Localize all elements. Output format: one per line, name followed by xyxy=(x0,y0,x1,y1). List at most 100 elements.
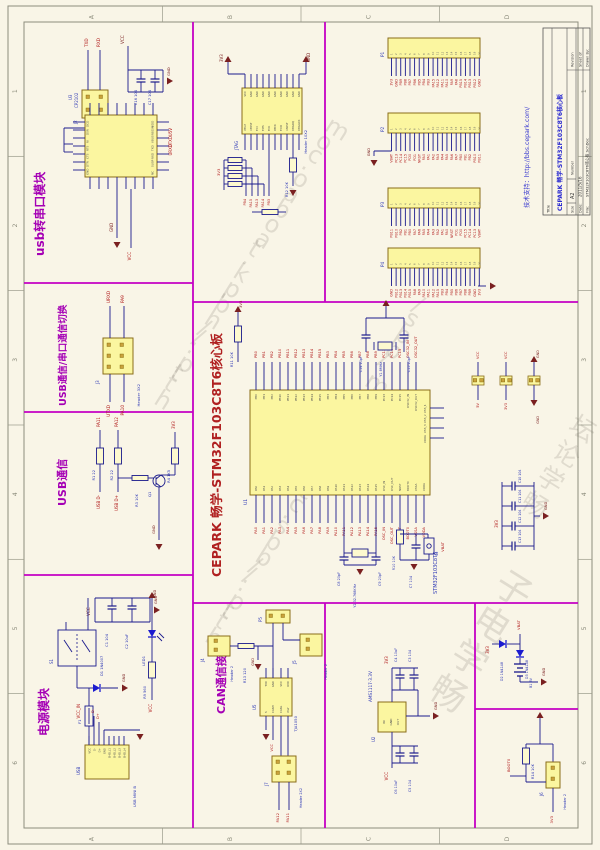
pin-number: 20 xyxy=(477,201,481,205)
part-value: C9 20pF xyxy=(378,572,382,586)
pin-number: 16 xyxy=(459,126,463,130)
label: PB1 xyxy=(262,351,266,358)
resistor xyxy=(227,181,243,187)
part-value: AMS1117-3.3V xyxy=(368,671,373,702)
label: PA3 xyxy=(431,229,435,235)
pin-number: 10 xyxy=(431,51,435,55)
pin-number: 18 xyxy=(468,51,472,55)
label: GND xyxy=(306,53,311,62)
pin-name: PB0 xyxy=(254,394,258,400)
pin-number: 13 xyxy=(445,201,449,205)
wire xyxy=(155,474,162,480)
pin-name: PA2 xyxy=(270,486,274,491)
pin-number: 16 xyxy=(459,261,463,265)
label: PA6 xyxy=(302,526,306,533)
pin-name: GND xyxy=(285,91,289,97)
label: VBAT xyxy=(477,228,481,238)
label: PA5 xyxy=(294,527,298,534)
label: PA10 xyxy=(334,526,338,536)
pin-number: 15 xyxy=(454,201,458,205)
label: GND xyxy=(153,590,157,598)
zone-label: A xyxy=(88,836,95,841)
pad xyxy=(529,378,533,383)
part-value: C5 104 xyxy=(408,780,412,792)
pin-name: VTref xyxy=(243,124,247,131)
pin-name: CANH xyxy=(271,705,275,713)
zone-label: 5 xyxy=(12,626,19,630)
part-value: C16 104 xyxy=(134,89,138,105)
pin-name: S xyxy=(264,711,268,713)
pin-name: D+ xyxy=(97,748,101,752)
resistor xyxy=(289,157,297,173)
label: PA7 xyxy=(310,527,314,534)
zone-label: 3 xyxy=(581,358,588,362)
power-symbol xyxy=(262,734,270,740)
part-value: Header 2 xyxy=(324,664,328,680)
resistor xyxy=(234,325,242,343)
label: PA2 xyxy=(436,229,440,235)
label: PD0 xyxy=(459,229,463,236)
diode xyxy=(499,640,506,648)
part-value: C17 104 xyxy=(148,89,152,105)
ref-des: F1 xyxy=(77,719,82,724)
pin-name: DBGRQ xyxy=(291,121,295,131)
ref-des: R10 10K xyxy=(392,555,396,570)
pin-number: 15 xyxy=(454,261,458,265)
jtag-connector xyxy=(241,87,303,135)
label: PA5 xyxy=(445,154,449,160)
zone-label: 5 xyxy=(581,626,588,630)
pin-name: DCD xyxy=(86,121,90,127)
pin-name: GND xyxy=(273,91,277,97)
label: PC14 xyxy=(390,348,394,358)
ref-des: U5 xyxy=(252,704,257,710)
label: GND xyxy=(367,148,371,156)
support-url: 技术支持：http://bbs.cepark.com/ xyxy=(523,106,531,208)
label: Revision xyxy=(571,52,575,67)
part-value: CP2102 xyxy=(74,92,79,108)
pin-name: OSC_OUT xyxy=(390,477,394,491)
power-symbol xyxy=(289,190,297,196)
wire xyxy=(158,632,165,639)
pin-number: 4 xyxy=(403,128,407,130)
label: 3V3 xyxy=(504,403,508,410)
pad xyxy=(280,613,285,618)
ref-des: P3 xyxy=(380,201,385,207)
label: PA8 xyxy=(454,79,458,85)
label: Size xyxy=(571,206,575,213)
label: PC15 xyxy=(398,349,402,358)
label: PA2 xyxy=(431,154,435,160)
label: PB3 xyxy=(427,79,431,86)
pin-name: GND xyxy=(271,681,275,687)
power-symbol xyxy=(155,544,163,550)
label: VBAT xyxy=(440,541,445,552)
pin-name: GND xyxy=(255,91,259,97)
label: PA0 xyxy=(254,526,258,533)
label: 3V3 xyxy=(171,421,176,429)
label: PC15 xyxy=(404,154,408,163)
label: 3V3 xyxy=(238,300,243,308)
label: PB13 xyxy=(399,289,403,298)
sheet-title: CEPARK 畅学-STM32F103C8T6核心板 xyxy=(556,93,564,211)
pin-name: BOOT0 xyxy=(406,481,410,491)
label: PA9 xyxy=(450,79,454,85)
wire xyxy=(63,639,73,653)
chip-u5 xyxy=(259,677,293,717)
part-value: C2 10uF xyxy=(125,634,129,649)
pad xyxy=(473,378,477,383)
pad xyxy=(550,765,555,770)
pin-number: 9 xyxy=(426,53,430,55)
label: GND xyxy=(390,289,394,297)
pin-name: PA1 xyxy=(262,486,266,491)
label: PA8 xyxy=(318,526,322,533)
power-symbol xyxy=(370,160,378,166)
label: PB15 xyxy=(318,349,322,358)
label: PB1 xyxy=(464,154,468,161)
pad xyxy=(119,364,124,369)
board-title: CEPARK 畅学-STM32F103C8T6核心板 xyxy=(209,333,224,577)
label: PA9 xyxy=(417,289,421,295)
pin-number: 9 xyxy=(426,203,430,205)
